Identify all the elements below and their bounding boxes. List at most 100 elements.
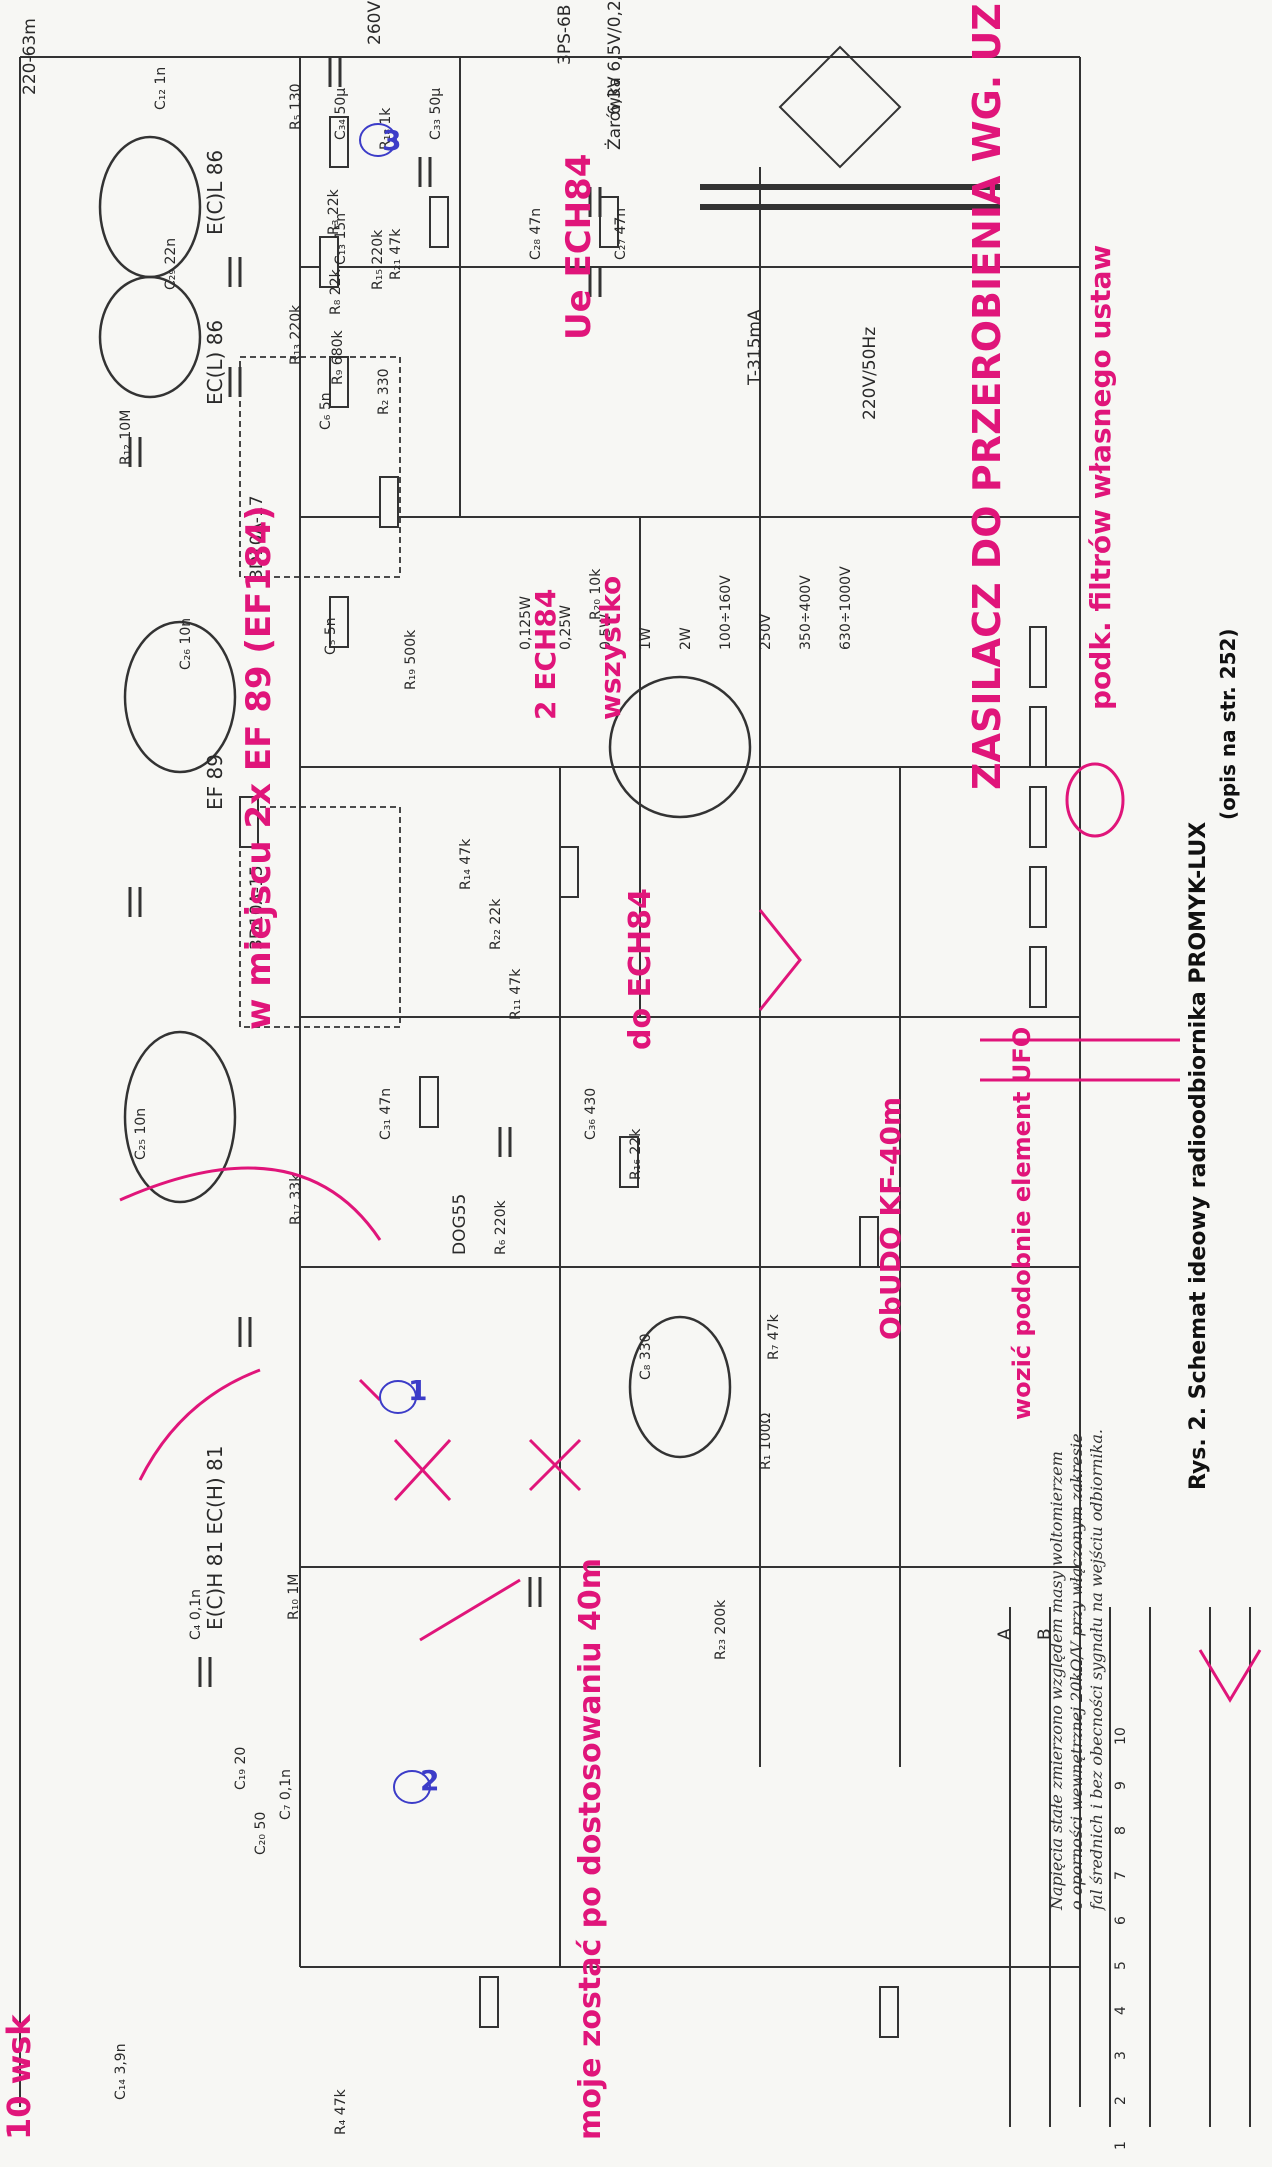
note-line-1: Napięcia stałe zmierzono względem masy w… <box>1047 1451 1066 1911</box>
caption-title: Rys. 2. Schemat ideowy radioodbiornika P… <box>1186 822 1211 1490</box>
anno-num-2: 2 <box>420 1764 439 1797</box>
tube-ecc-envelope <box>123 1030 237 1204</box>
legend-res-0: 0,125W <box>518 596 534 650</box>
label-r10: R₁₀ 1M <box>286 1574 302 1620</box>
tube-shapes <box>98 135 752 1459</box>
power-transformer-core <box>700 184 1000 210</box>
label-r21: R₂₁ 47k <box>388 228 404 280</box>
label-c20: C₂₀ 50 <box>253 1812 269 1855</box>
switch-num-3: 3 <box>1113 2051 1129 2060</box>
anno-psu: ZASILACZ DO PRZEROBIENIA WG. UZNANIA (NA… <box>965 0 1009 790</box>
label-r5: R₅ 130 <box>288 83 304 130</box>
label-c4: C₄ 0,1n <box>188 1589 204 1640</box>
legend-cap-0: 100÷160V <box>718 575 734 650</box>
label-c6: C₆ 5n <box>318 392 334 430</box>
note-line-2: o oporności wewnętrznej 20kΩ/V przy włąc… <box>1067 1433 1086 1910</box>
tube-ecl2-envelope <box>98 135 202 279</box>
label-r15: R₁₅ 220k <box>370 229 386 290</box>
label-r20: R₂₀ 10k <box>588 568 604 620</box>
label-c31: C₃₁ 47n <box>378 1088 394 1140</box>
label-r7: R₇ 47k <box>766 1313 782 1360</box>
tube-ecc-label: E(C)H 81 EC(H) 81 <box>203 1446 227 1630</box>
label-r3: R₃ 22k <box>326 188 342 235</box>
switch-num-5: 5 <box>1113 1961 1129 1970</box>
label-c19: C₁₉ 20 <box>233 1747 249 1790</box>
label-c27: C₂₇ 47n <box>613 208 629 260</box>
note-line-3: fal średnich i bez obecności sygnału na … <box>1087 1429 1106 1911</box>
switch-num-6: 6 <box>1113 1916 1129 1925</box>
label-c36: C₃₆ 430 <box>583 1088 599 1140</box>
anno-num-1: 1 <box>408 1374 427 1407</box>
label-r23: R₂₃ 200k <box>713 1599 729 1660</box>
label-r17: R₁₇ 33k <box>288 1173 304 1225</box>
label-r2: R₂ 330 <box>376 368 392 415</box>
tube-ecl1-label: EC(L) 86 <box>203 320 227 405</box>
switch-row-a: A <box>995 1628 1015 1640</box>
label-r9: R₉ 680k <box>330 329 346 385</box>
label-r6: R₆ 220k <box>493 1199 509 1255</box>
hv-label: 260V <box>365 1 385 45</box>
anno-2ech: 2 ECH84 <box>529 589 562 720</box>
label-c34: C₃₄ 50μ <box>333 88 349 140</box>
if-transformers <box>239 356 401 1028</box>
anno-ue: Ue ECH84 <box>559 154 599 340</box>
legend: 0,125W 0,25W 0,5W 1W 2W 100÷160V 250V 35… <box>518 566 854 650</box>
rectifier-bridge <box>778 45 902 169</box>
if2-can <box>239 356 401 578</box>
fuse-label: T-315mA <box>745 309 765 386</box>
label-r16: R₁₆ 22k <box>628 1128 644 1180</box>
mains-label: 220V/50Hz <box>860 327 880 420</box>
switch-num-2: 2 <box>1113 2096 1129 2105</box>
anno-obudo: ObUDO KF-40m <box>874 1097 907 1340</box>
switch-num-7: 7 <box>1113 1871 1129 1880</box>
legend-res-1: 0,25W <box>558 605 574 650</box>
anno-wszystko: wszystko <box>594 576 627 720</box>
label-c26: C₂₆ 10n <box>178 618 194 670</box>
capacitor-shapes <box>128 57 602 1687</box>
legend-cap-2: 350÷400V <box>798 575 814 650</box>
label-r14: R₁₄ 47k <box>458 838 474 890</box>
legend-cap-3: 630÷1000V <box>838 566 854 650</box>
switch-num-10: 10 <box>1113 1727 1129 1745</box>
tube-ecl2-label: E(C)L 86 <box>203 150 227 235</box>
label-r4: R₄ 47k <box>333 2088 349 2135</box>
label-c14: C₁₄ 3,9n <box>113 2043 129 2100</box>
diode-label: DOG55 <box>450 1194 470 1255</box>
label-c5: C₅ 5n <box>323 617 339 655</box>
label-r18: R₁₈ 1k <box>378 107 394 150</box>
lamp-label: Żarówka 6,5V/0,2A <box>604 0 625 150</box>
anno-do-ech: do ECH84 <box>623 888 658 1050</box>
label-r12: R₁₂ 10M <box>118 410 134 465</box>
wiring <box>19 56 1081 2107</box>
switch-num-9: 9 <box>1113 1781 1129 1790</box>
legend-cap-1: 250V <box>758 613 774 650</box>
legend-res-3: 1W <box>638 627 654 650</box>
choke-label: 220-63m <box>20 18 40 95</box>
caption-subtitle: (opis na str. 252) <box>1216 628 1240 820</box>
tube-magic-eye-envelope <box>628 1315 732 1459</box>
indicator-tube <box>608 675 752 819</box>
anno-podk: podk. filtrów własnego ustaw <box>1084 245 1117 710</box>
switch-num-8: 8 <box>1113 1826 1129 1835</box>
switch-num-4: 4 <box>1113 2006 1129 2015</box>
switch-num-1: 1 <box>1113 2141 1129 2150</box>
if1-label: 3D10A-15 <box>247 865 267 950</box>
component-labels: R₁ 100Ω R₂ 330 R₃ 22k R₄ 47k R₅ 130 R₆ 2… <box>113 67 782 2135</box>
anno-wmiejscu: w miejscu 2x EF 89 (EF184) <box>239 505 279 1030</box>
label-r11: R₁₁ 47k <box>508 968 524 1020</box>
label-c25: C₂₅ 10n <box>133 1108 149 1160</box>
label-r13: R₁₃ 220k <box>288 304 304 365</box>
label-c8: C₈ 330 <box>638 1333 654 1380</box>
label-c12: C₁₂ 1n <box>153 67 169 110</box>
tube-ef89-label: EF 89 <box>203 754 227 810</box>
anno-moje: moje zostać po dostosowaniu 40m <box>573 1558 608 2140</box>
legend-symbols <box>1029 626 1047 1008</box>
bridge-label: 3PS-6B <box>555 5 575 65</box>
pink-notes: ZASILACZ DO PRZEROBIENIA WG. UZNANIA (NA… <box>0 0 1117 2140</box>
switch-grid <box>1009 1607 1251 2127</box>
switch-labels: 1 2 3 4 5 6 7 8 9 10 A B <box>995 1628 1129 2150</box>
label-c7: C₇ 0,1n <box>278 1769 294 1820</box>
